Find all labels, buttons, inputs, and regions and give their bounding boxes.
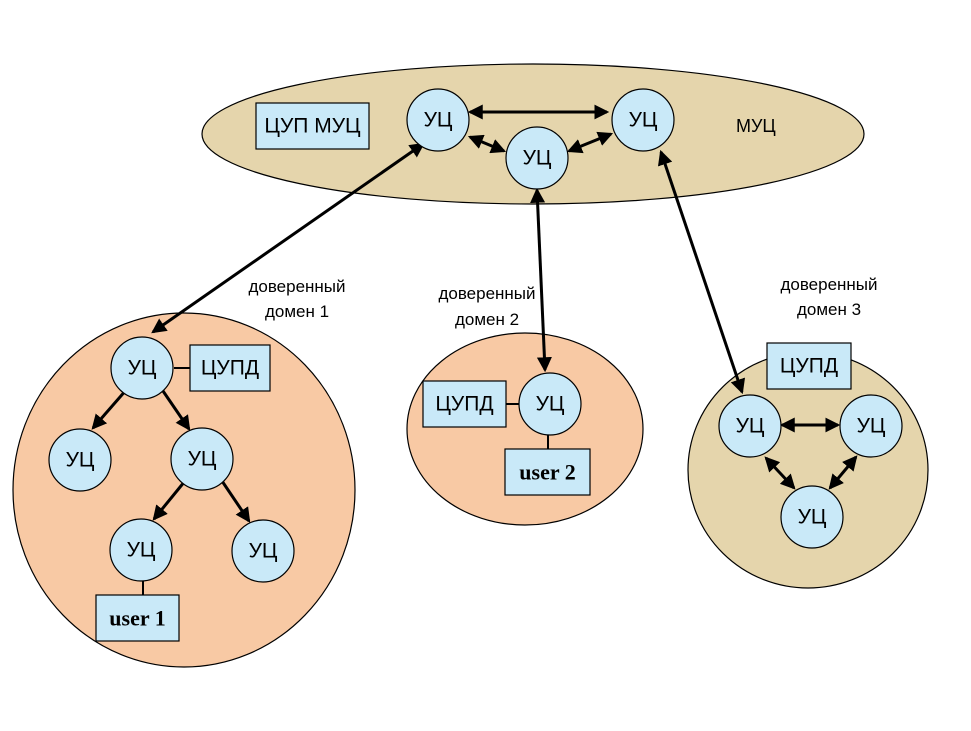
muc-label: МУЦ <box>736 116 776 136</box>
domain3-label-line2: домен 3 <box>797 300 861 319</box>
d1-bottom-left-node: УЦ <box>109 518 173 582</box>
user1-label: user 1 <box>109 606 165 631</box>
d1-bottom-right-node: УЦ <box>231 519 295 583</box>
node-label: УЦ <box>629 109 658 132</box>
edge-d3-left-bottom <box>764 456 796 490</box>
domain2-label-line1: доверенный <box>438 284 535 303</box>
node-label: УЦ <box>127 539 156 562</box>
domain1-region <box>12 312 356 668</box>
edge-d1-mid-right <box>220 480 251 523</box>
domain1-label-line2: домен 1 <box>265 302 329 321</box>
cup-muc-label: ЦУП МУЦ <box>264 115 361 138</box>
d3-cupd-box: ЦУПД <box>766 342 852 390</box>
d3-left-node: УЦ <box>718 394 782 458</box>
domain3-label-line1: доверенный <box>780 275 877 294</box>
edge-muc-3-2 <box>566 131 614 154</box>
edge-muc-1-3 <box>467 134 507 154</box>
edge-d1-root-mid <box>161 390 191 431</box>
d3-bottom-node: УЦ <box>780 485 844 549</box>
d1-cupd-box: ЦУПД <box>189 344 271 392</box>
edge-d1-mid-left <box>152 480 187 521</box>
user2-box: user 2 <box>504 448 591 496</box>
cup-muc-box: ЦУП МУЦ <box>255 102 370 150</box>
muc-node-left: УЦ <box>406 88 470 152</box>
muc-node-right: УЦ <box>611 88 675 152</box>
user1-box: user 1 <box>95 594 180 642</box>
cupd-label: ЦУПД <box>780 355 838 378</box>
domain1-label-line1: доверенный <box>248 277 345 296</box>
node-label: УЦ <box>523 147 552 170</box>
edge-muc-domain2 <box>530 187 552 373</box>
node-label: УЦ <box>736 415 765 438</box>
node-label: УЦ <box>249 540 278 563</box>
d2-node: УЦ <box>518 372 582 436</box>
cupd-label: ЦУПД <box>435 393 493 416</box>
edge-d1-root-left <box>91 388 129 430</box>
node-label: УЦ <box>536 393 565 416</box>
node-label: УЦ <box>188 448 217 471</box>
d1-root-node: УЦ <box>110 336 174 400</box>
node-label: УЦ <box>857 415 886 438</box>
edge-muc-domain1 <box>151 142 425 334</box>
edge-muc-domain3 <box>657 149 746 395</box>
node-label: УЦ <box>128 357 157 380</box>
d1-mid-node: УЦ <box>170 427 234 491</box>
d3-right-node: УЦ <box>839 394 903 458</box>
node-label: УЦ <box>424 109 453 132</box>
node-label: УЦ <box>66 449 95 472</box>
cupd-label: ЦУПД <box>201 357 259 380</box>
d1-left-node: УЦ <box>48 428 112 492</box>
muc-node-center: УЦ <box>505 126 569 190</box>
domain2-region <box>406 332 644 526</box>
domain2-label-line2: домен 2 <box>455 310 519 329</box>
edge-d3-right-bottom <box>828 455 858 490</box>
user2-label: user 2 <box>519 460 575 485</box>
d2-cupd-box: ЦУПД <box>422 380 507 428</box>
node-label: УЦ <box>798 506 827 529</box>
